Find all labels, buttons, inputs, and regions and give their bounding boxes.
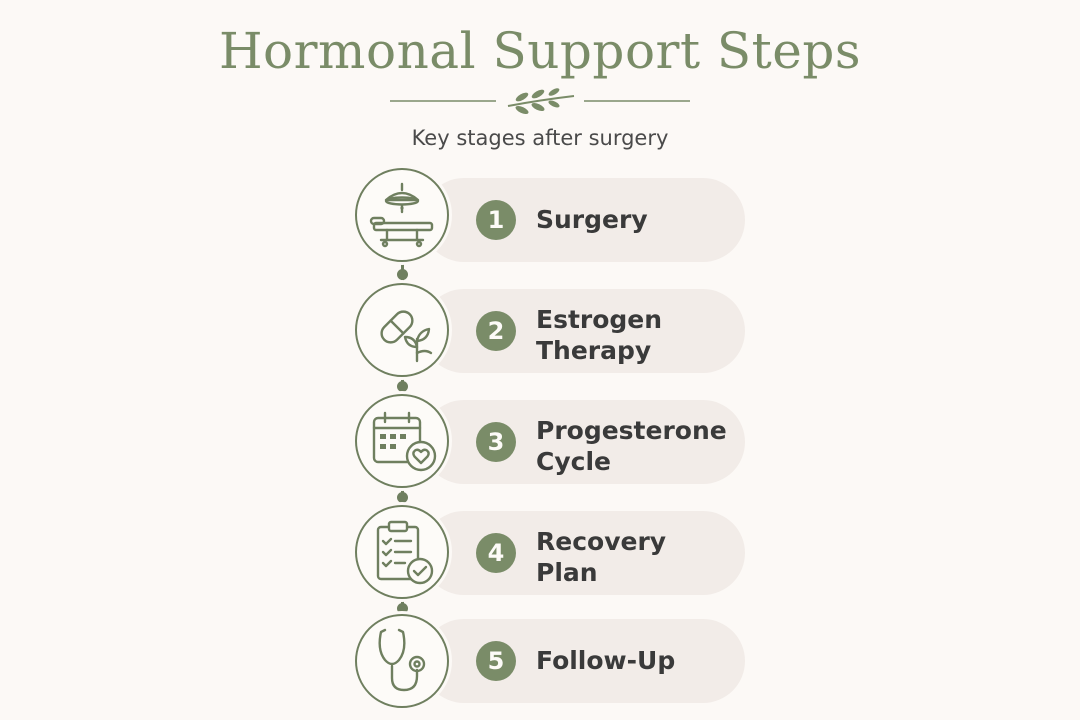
step-1-icon-badge [355,168,449,262]
step-4-label-line-2: Plan [536,558,598,587]
step-2-label-line-1: Estrogen [536,305,663,334]
connector-dot [397,603,408,614]
step-5-label: Follow-Up [536,645,736,676]
step-1-label: Surgery [536,204,736,235]
connector-dot [397,381,408,392]
step-4-card [422,511,745,595]
step-2-icon-badge [355,283,449,377]
step-3-icon-badge [355,394,449,488]
step-1-number: 1 [476,200,516,240]
connector-dot [397,269,408,280]
calendar-heart-icon [372,411,437,472]
connector-dot [397,492,408,503]
step-4-number: 4 [476,533,516,573]
step-3-label: Progesterone Cycle [536,415,736,477]
step-3-number: 3 [476,422,516,462]
step-4-icon-badge [355,505,449,599]
step-2-card [422,289,745,373]
surgery-lamp-table-icon [369,182,434,248]
clipboard-check-icon [376,520,434,585]
step-1-label-line-1: Surgery [536,205,648,234]
step-4-label: Recovery Plan [536,526,736,588]
step-5-label-line-1: Follow-Up [536,646,676,675]
pill-leaf-icon [380,310,433,363]
step-5-card [422,619,745,703]
stethoscope-icon [378,628,426,692]
step-1-card [422,178,745,262]
step-5-icon-badge [355,614,449,708]
leaf-divider [390,88,690,114]
page-title: Hormonal Support Steps [218,22,862,80]
step-3-label-line-1: Progesterone [536,416,727,445]
sprig-icon [507,88,575,114]
step-5-number: 5 [476,641,516,681]
step-2-label: Estrogen Therapy [536,304,736,366]
step-2-label-line-2: Therapy [536,336,652,365]
step-3-card [422,400,745,484]
step-4-label-line-1: Recovery [536,527,667,556]
subtitle: Key stages after surgery [411,126,669,150]
step-2-number: 2 [476,311,516,351]
step-3-label-line-2: Cycle [536,447,611,476]
